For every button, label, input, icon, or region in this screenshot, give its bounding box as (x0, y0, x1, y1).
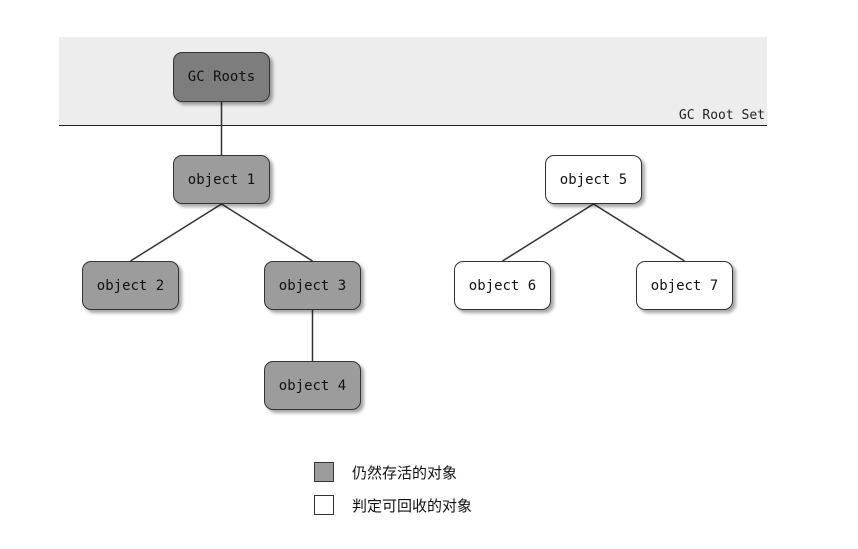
node-object-1: object 1 (173, 155, 270, 204)
legend-item-alive: 仍然存活的对象 (314, 461, 472, 483)
node-object-7: object 7 (636, 261, 733, 310)
legend-item-reclaimable: 判定可回收的对象 (314, 494, 472, 516)
legend-swatch-reclaimable (314, 495, 334, 515)
legend: 仍然存活的对象 判定可回收的对象 (314, 461, 472, 527)
edge-object-5-to-object-7 (593, 203, 685, 262)
legend-label-alive: 仍然存活的对象 (352, 463, 458, 482)
node-object-6: object 6 (454, 261, 551, 310)
node-object-2: object 2 (82, 261, 179, 310)
legend-label-reclaimable: 判定可回收的对象 (352, 496, 473, 515)
edge-object-5-to-object-6 (502, 203, 594, 262)
node-gc-roots: GC Roots (173, 52, 270, 102)
node-object-3: object 3 (264, 261, 361, 310)
edge-object-1-to-object-3 (221, 203, 313, 262)
gc-root-set-label: GC Root Set (678, 108, 765, 123)
gc-root-set-boundary (59, 125, 767, 126)
edge-object-1-to-object-2 (130, 203, 222, 262)
node-object-4: object 4 (264, 361, 361, 410)
node-object-5: object 5 (545, 155, 642, 204)
legend-swatch-alive (314, 462, 334, 482)
